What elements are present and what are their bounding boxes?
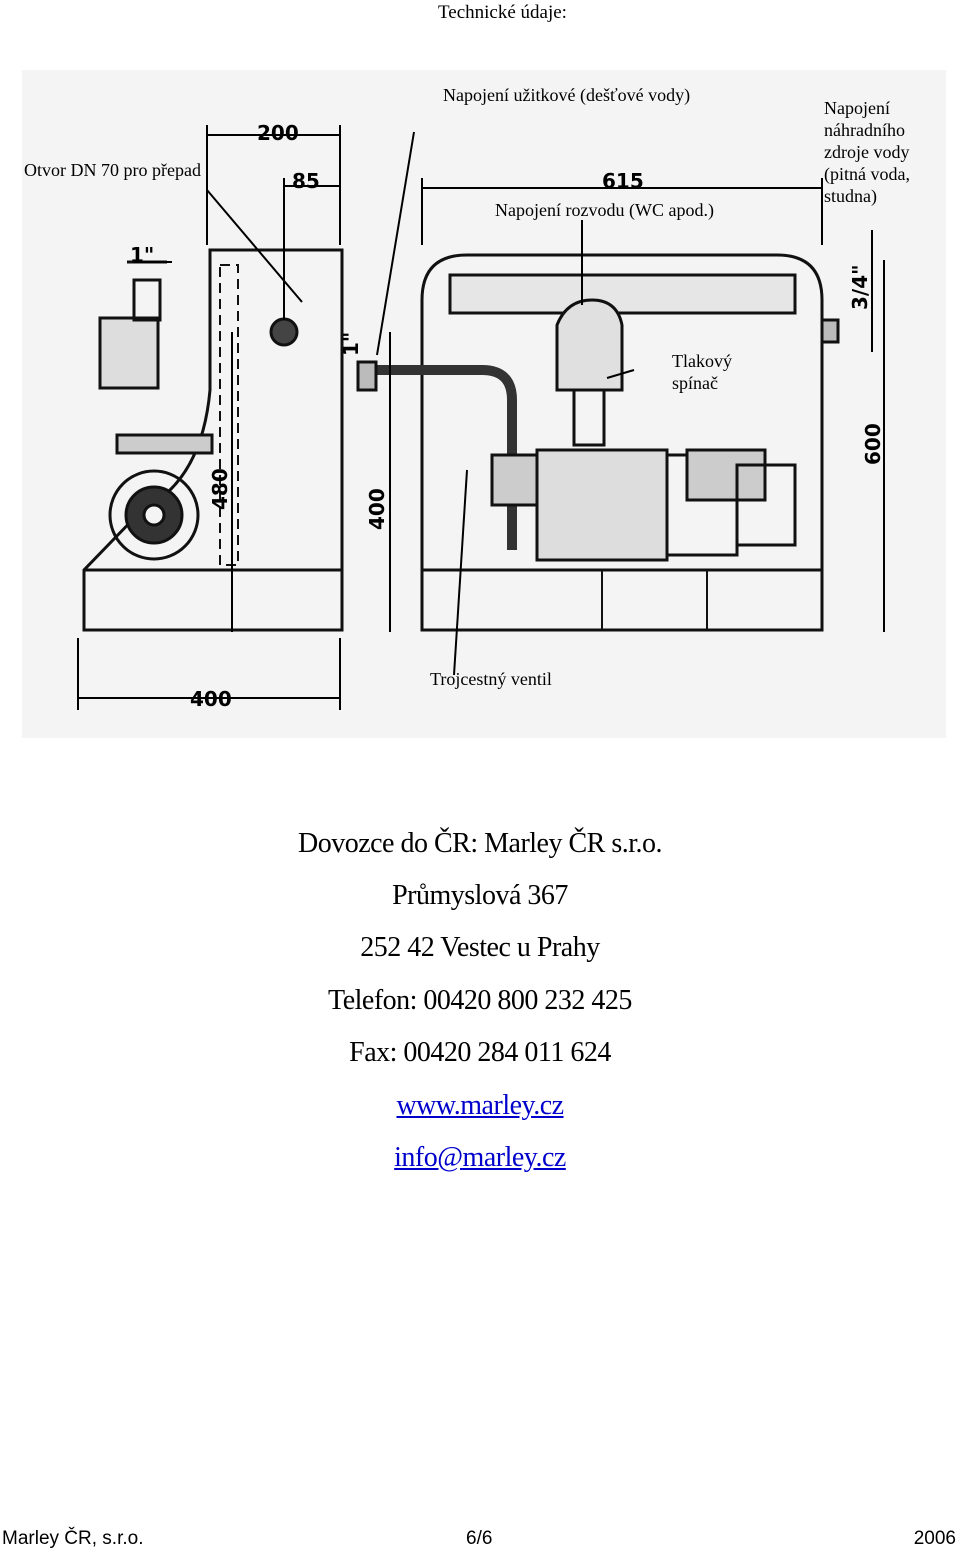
website-link[interactable]: www.marley.cz bbox=[396, 1090, 564, 1121]
dimension-615: 615 bbox=[602, 169, 644, 193]
dimension-400-bottom: 400 bbox=[190, 687, 232, 711]
phone-line: Telefon: 00420 800 232 425 bbox=[328, 985, 632, 1016]
callout-pressure-switch: Tlakový spínač bbox=[672, 351, 732, 393]
dimension-480: 480 bbox=[208, 468, 232, 510]
footer-page-number: 6/6 bbox=[466, 1528, 493, 1549]
fax-line: Fax: 00420 284 011 624 bbox=[349, 1037, 611, 1068]
page-title: Technické údaje: bbox=[438, 2, 567, 23]
callout-overflow: Otvor DN 70 pro přepad bbox=[24, 160, 201, 180]
footer-year: 2006 bbox=[913, 1528, 956, 1549]
dimension-85: 85 bbox=[292, 169, 320, 193]
technical-drawing: 200 85 615 1" 1" 3/4" 480 400 600 400 bbox=[22, 70, 946, 738]
callout-utility-water: Napojení užitkové (dešťové vody) bbox=[443, 85, 691, 105]
dimension-600: 600 bbox=[861, 423, 885, 465]
street-line: Průmyslová 367 bbox=[392, 880, 568, 911]
importer-line: Dovozce do ČR: Marley ČR s.r.o. bbox=[297, 828, 663, 859]
callout-three-way-valve: Trojcestný ventil bbox=[430, 669, 552, 689]
dimension-200: 200 bbox=[257, 121, 299, 145]
dimension-1in-top: 1" bbox=[130, 243, 154, 267]
footer-company: Marley ČR, s.r.o. bbox=[2, 1528, 144, 1549]
city-line: 252 42 Vestec u Prahy bbox=[360, 932, 600, 963]
callout-distribution: Napojení rozvodu (WC apod.) bbox=[495, 200, 714, 220]
pump-unit-drawing: 200 85 615 1" 1" 3/4" 480 400 600 400 bbox=[77, 121, 885, 711]
callout-backup-source: Napojení náhradního zdroje vody (pitná v… bbox=[824, 98, 910, 206]
email-link[interactable]: info@marley.cz bbox=[394, 1142, 566, 1173]
dimension-1in-side: 1" bbox=[339, 332, 363, 356]
dimension-3-4: 3/4" bbox=[848, 264, 872, 310]
dimension-400-vertical: 400 bbox=[365, 488, 389, 530]
